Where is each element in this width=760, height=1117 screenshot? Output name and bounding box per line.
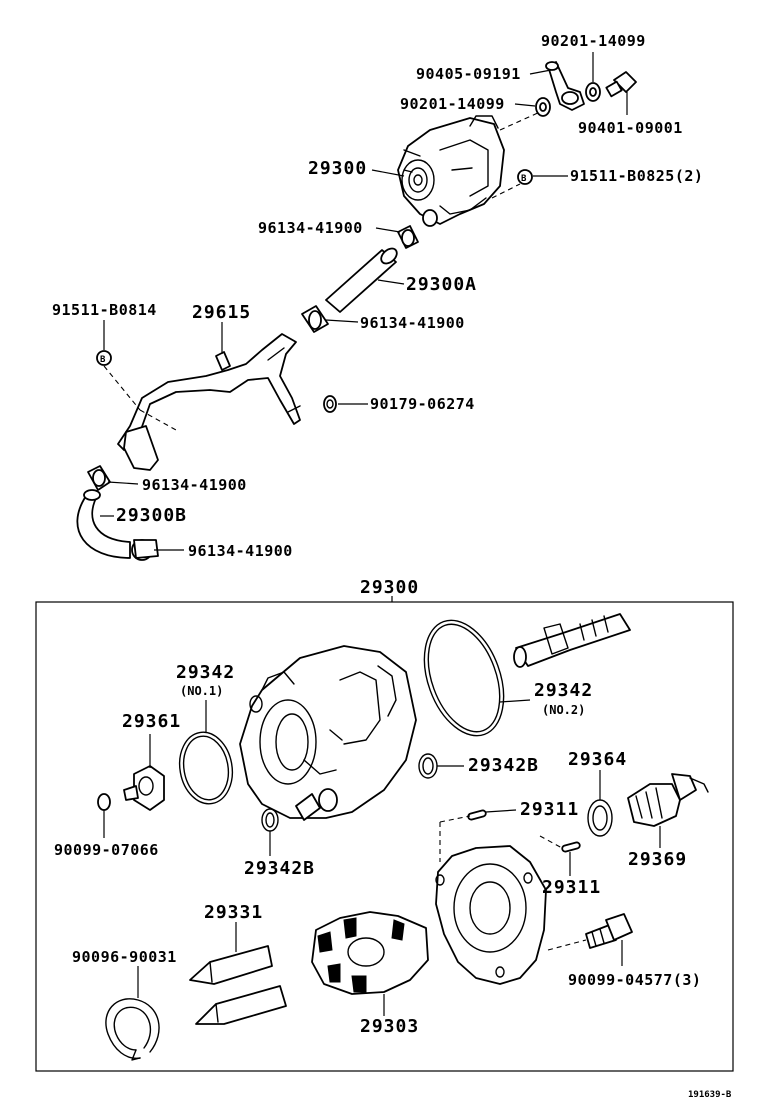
hose-clip-b-part (301, 305, 329, 333)
label-29300a: 29300A (406, 274, 477, 295)
label-90201-14099-top: 90201-14099 (541, 32, 646, 50)
gasket-29364-inner (592, 805, 608, 831)
pin-29311-b-part (561, 841, 581, 853)
label-29361: 29361 (122, 711, 181, 732)
nut-90179-part (323, 395, 337, 413)
label-29342-no1: 29342 (176, 662, 235, 683)
label-29331: 29331 (204, 902, 263, 923)
label-29364: 29364 (568, 749, 627, 770)
exploded-view-frame (35, 601, 734, 1072)
label-29342b-right: 29342B (468, 755, 539, 776)
label-29342-no1-sub: (NO.1) (180, 684, 223, 698)
union-bolt-part (605, 71, 637, 98)
label-90201-14099-mid: 90201-14099 (400, 95, 505, 113)
leader-lines-box (103, 699, 661, 1016)
end-cover-part (435, 845, 547, 985)
snap-ring-90096-part (105, 998, 160, 1061)
vane-29331-part (189, 945, 287, 1025)
hose-29300a-part (325, 247, 398, 313)
bolt-90099-04577-part (585, 913, 633, 949)
o-ring-no2-inner (427, 623, 501, 733)
label-29615: 29615 (192, 302, 251, 323)
label-90405-09191: 90405-09191 (416, 65, 521, 83)
label-29311-b: 29311 (542, 877, 601, 898)
vacuum-switch-part (627, 773, 709, 827)
drive-shaft-part (513, 613, 631, 668)
rotor-29303-part (311, 911, 429, 995)
o-ring-29342b-right-inner (422, 757, 434, 775)
o-ring-no2-part (423, 619, 505, 737)
washer-mid-hole (539, 102, 547, 112)
o-ring-no1-inner (182, 735, 230, 801)
label-29300b: 29300B (116, 505, 187, 526)
drawing-code: 191639-B (688, 1090, 732, 1100)
label-29342-no2-sub: (NO.2) (542, 703, 585, 717)
label-90099-04577: 90099-04577(3) (568, 971, 701, 989)
pump-housing-part (239, 645, 417, 821)
label-29342-no2: 29342 (534, 680, 593, 701)
washer-top-hole (589, 87, 597, 97)
vacuum-pump-top-part (397, 115, 505, 227)
hose-clip-c-part (87, 465, 111, 491)
label-90099-07066: 90099-07066 (54, 841, 159, 859)
snap-ring-small-part (97, 793, 111, 811)
bolt-marker-b0814-text: B (100, 355, 106, 365)
label-90179-06274: 90179-06274 (370, 395, 475, 413)
bolt-marker-b0825-text: B (521, 174, 527, 184)
pin-29311-a-part (467, 809, 487, 821)
label-29311-a: 29311 (520, 799, 579, 820)
hose-29300b-part (76, 489, 131, 559)
hose-clip-d-part (131, 539, 159, 561)
label-90096-90031: 90096-90031 (72, 948, 177, 966)
label-96134-41900-d: 96134-41900 (188, 542, 293, 560)
bolt-marker-b0825: B (517, 169, 533, 185)
label-96134-41900-c: 96134-41900 (142, 476, 247, 494)
label-29369: 29369 (628, 849, 687, 870)
label-96134-41900-a: 96134-41900 (258, 219, 363, 237)
label-91511-b0825: 91511-B0825(2) (570, 167, 703, 185)
hose-clip-a-part (397, 225, 419, 249)
label-29303: 29303 (360, 1016, 419, 1037)
vacuum-pipe-part (117, 333, 301, 471)
label-90401-09001: 90401-09001 (578, 119, 683, 137)
o-ring-29342b-left-inner (265, 812, 275, 828)
bolt-marker-b0814: B (96, 350, 112, 366)
o-ring-no1-part (178, 731, 234, 805)
label-29342b-left: 29342B (244, 858, 315, 879)
leader-lines-top (100, 52, 628, 551)
label-91511-b0814: 91511-B0814 (52, 301, 157, 319)
label-96134-41900-b: 96134-41900 (360, 314, 465, 332)
union-fitting-part (545, 61, 585, 111)
check-valve-part (123, 765, 165, 811)
label-29300-box: 29300 (360, 577, 419, 598)
label-29300-top: 29300 (308, 158, 367, 179)
